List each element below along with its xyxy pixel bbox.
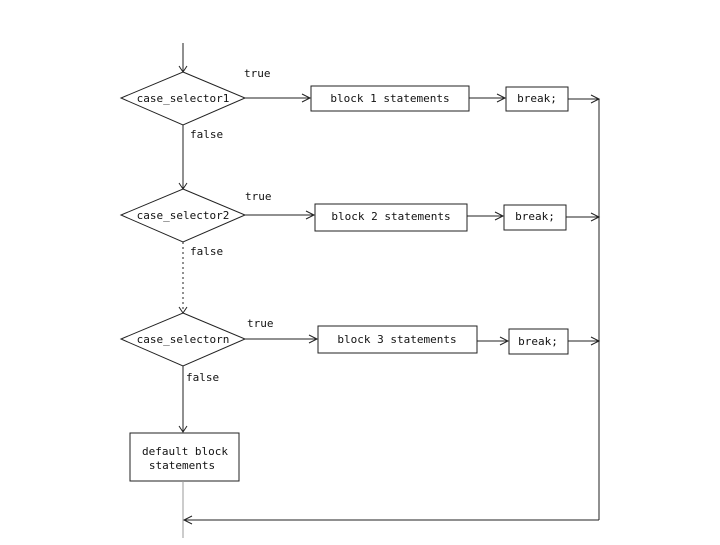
default-block-box [129,432,240,482]
decision-2-condition: case_selector2 [137,209,230,222]
true-arrowhead-3 [308,334,319,344]
false-label-1: false [190,128,223,141]
break-2-box [503,204,567,231]
decision-n-condition: case_selectorn [137,333,230,346]
break-3-label: break; [518,335,558,348]
block-3-box [317,325,478,354]
default-block-line1: default block [142,445,228,458]
break-1-box [505,86,569,112]
block-1-to-break-arrowhead [496,93,507,103]
block-2-label: block 2 statements [331,210,450,223]
false-arrowhead-3 [178,425,188,433]
false-label-2: false [190,245,223,258]
break-2-label: break; [515,210,555,223]
true-arrowhead-1 [301,93,312,103]
block-1-box [310,85,470,112]
merge-return-arrowhead [182,515,193,525]
decision-1-condition: case_selector1 [137,92,230,105]
true-label-3: true [247,317,274,330]
block-3-to-break-arrowhead [499,336,510,346]
block-2-box [314,203,468,232]
true-label-2: true [245,190,272,203]
decision-1: case_selector1 [119,71,247,126]
true-arrowhead-2 [305,210,316,220]
decision-2: case_selector2 [119,188,247,243]
break-1-label: break; [517,92,557,105]
true-label-1: true [244,67,271,80]
false-label-3: false [186,371,219,384]
block-2-to-break-arrowhead [494,211,505,221]
decision-n: case_selectorn [119,312,247,367]
block-3-label: block 3 statements [337,333,456,346]
break-3-box [508,328,569,355]
default-block-line2: statements [149,459,215,472]
block-1-label: block 1 statements [330,92,449,105]
